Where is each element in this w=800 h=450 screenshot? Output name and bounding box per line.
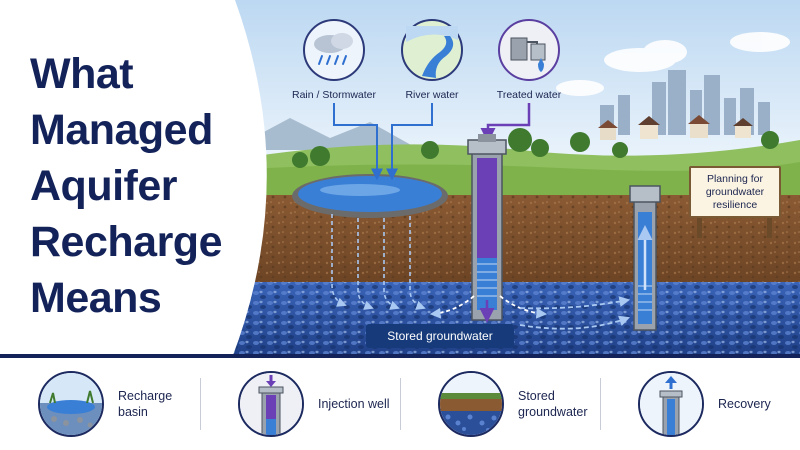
page-title: What Managed Aquifer Recharge Means bbox=[30, 46, 260, 326]
legend-item-recharge-basin: Recharge basin bbox=[0, 358, 200, 450]
source-label-treated: Treated water bbox=[496, 89, 562, 101]
treatment-tank-icon bbox=[498, 19, 560, 81]
title-line: Aquifer bbox=[30, 162, 178, 210]
recharge-basin bbox=[292, 174, 448, 218]
source-flow-lines bbox=[333, 103, 531, 181]
injection-well-icon bbox=[238, 371, 304, 437]
legend-item-injection-well: Injection well bbox=[200, 358, 400, 450]
stored-groundwater-banner: Stored groundwater bbox=[366, 324, 514, 348]
legend-label: Recharge basin bbox=[118, 389, 173, 419]
recharge-basin-icon bbox=[38, 371, 104, 437]
recovery-well bbox=[629, 185, 661, 331]
legend-label: Injection well bbox=[318, 397, 390, 411]
title-line: Means bbox=[30, 274, 162, 322]
rain-cloud-icon bbox=[303, 19, 365, 81]
source-label-river: River water bbox=[405, 89, 459, 101]
clouds bbox=[556, 32, 790, 96]
title-line: Recharge bbox=[30, 218, 222, 266]
legend-bar: Recharge basin Injection well bbox=[0, 358, 800, 450]
legend-item-stored-groundwater: Stored groundwater bbox=[400, 358, 600, 450]
legend-label: Recovery bbox=[718, 397, 771, 411]
injection-well bbox=[467, 134, 507, 321]
title-line: Managed bbox=[30, 106, 213, 154]
section-divider bbox=[0, 354, 800, 358]
legend-label: Stored groundwater bbox=[518, 389, 588, 419]
trees bbox=[292, 128, 779, 168]
legend-item-recovery: Recovery bbox=[600, 358, 800, 450]
river-icon bbox=[401, 19, 463, 81]
sign-post bbox=[697, 216, 772, 238]
houses bbox=[598, 115, 753, 140]
title-panel-shape bbox=[0, 0, 267, 358]
recovery-flow-arrows bbox=[519, 296, 631, 330]
recovery-well-icon bbox=[638, 371, 704, 437]
title-line: What bbox=[30, 50, 134, 98]
planning-sign: Planning for groundwater resilience bbox=[689, 166, 781, 218]
stored-groundwater-icon bbox=[438, 371, 504, 437]
infiltration-arrows bbox=[331, 214, 426, 310]
source-label-rain: Rain / Stormwater bbox=[291, 89, 377, 101]
aquifer-scene bbox=[0, 0, 800, 358]
